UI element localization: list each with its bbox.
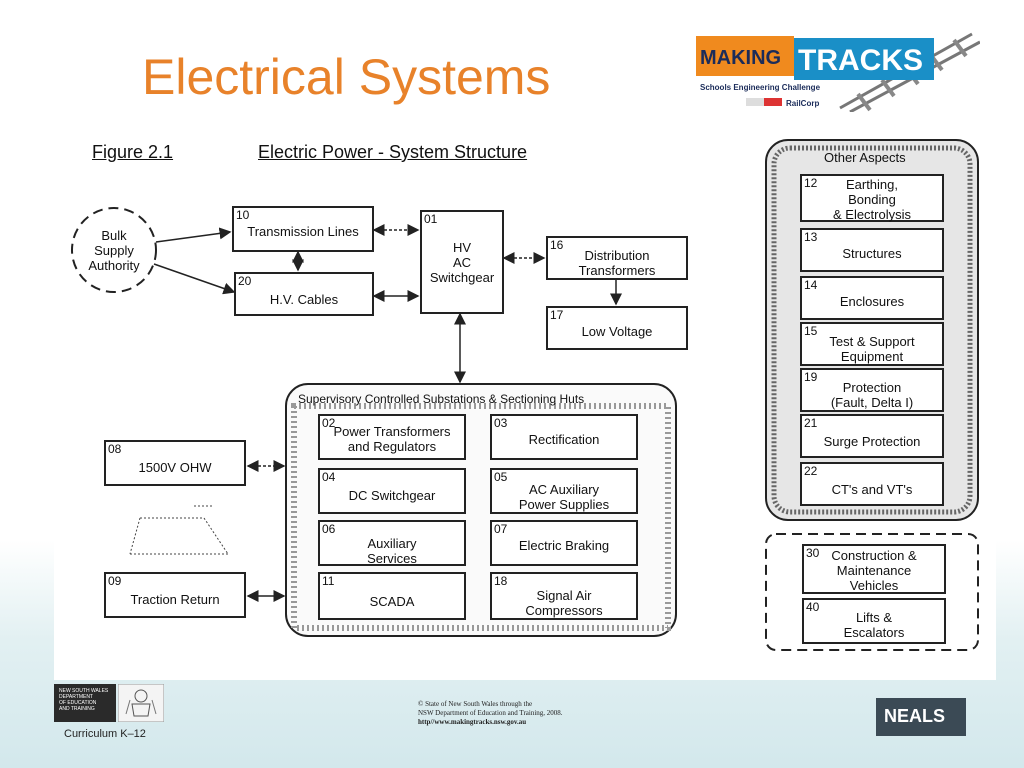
- box-scada: 11 SCADA: [318, 572, 466, 620]
- copyright-notice: © State of New South Wales through the N…: [418, 700, 563, 726]
- other-aspects-title: Other Aspects: [824, 150, 906, 165]
- box-auxiliary-services: 06 Auxiliary Services: [318, 520, 466, 566]
- box-transmission-lines: 10 Transmission Lines: [232, 206, 374, 252]
- nsw-department-logo: NEW SOUTH WALES DEPARTMENT OF EDUCATION …: [54, 684, 164, 722]
- logo-tracks-text: TRACKS: [798, 44, 923, 77]
- box-low-voltage: 17 Low Voltage: [546, 306, 688, 350]
- box-distribution-transformers: 16 Distribution Transformers: [546, 236, 688, 280]
- box-structures: 13 Structures: [800, 228, 944, 272]
- box-surge-protection: 21 Surge Protection: [800, 414, 944, 458]
- box-hv-cables: 20 H.V. Cables: [234, 272, 374, 316]
- nsw-crest-icon: [118, 684, 164, 722]
- box-1500v-ohw: 08 1500V OHW: [104, 440, 246, 486]
- making-tracks-logo: MAKING TRACKS Schools Engineering Challe…: [696, 32, 980, 112]
- bulk-supply-label: Bulk Supply Authority: [88, 228, 140, 273]
- curriculum-label: Curriculum K–12: [64, 728, 146, 740]
- box-lifts-escalators: 40 Lifts & Escalators: [802, 598, 946, 644]
- box-test-support-equipment: 15 Test & Support Equipment: [800, 322, 944, 366]
- figure-number: Figure 2.1: [92, 142, 174, 162]
- box-rectification: 03 Rectification: [490, 414, 638, 460]
- overhead-wiring-sketch: [129, 505, 229, 555]
- box-cts-vts: 22 CT's and VT's: [800, 462, 944, 506]
- box-enclosures: 14 Enclosures: [800, 276, 944, 320]
- box-power-transformers: 02 Power Transformers and Regulators: [318, 414, 466, 460]
- logo-railcorp-text: RailCorp: [786, 99, 819, 108]
- box-traction-return: 09 Traction Return: [104, 572, 246, 618]
- box-dc-switchgear: 04 DC Switchgear: [318, 468, 466, 514]
- slide-title: Electrical Systems: [142, 49, 551, 105]
- bulk-supply-circle: [71, 207, 157, 293]
- system-structure-diagram: Figure 2.1 Electric Power - System Struc…: [54, 134, 996, 680]
- substation-group-title: Supervisory Controlled Substations & Sec…: [298, 392, 585, 406]
- figure-title: Electric Power - System Structure: [258, 142, 528, 162]
- box-ac-auxiliary-power-supplies: 05 AC Auxiliary Power Supplies: [490, 468, 638, 514]
- neals-logo: NEALS: [876, 698, 966, 736]
- box-protection: 19 Protection (Fault, Delta I): [800, 368, 944, 412]
- box-earthing-bonding: 12 Earthing, Bonding & Electrolysis: [800, 174, 944, 222]
- logo-making-text: MAKING: [700, 47, 781, 69]
- box-electric-braking: 07 Electric Braking: [490, 520, 638, 566]
- box-construction-vehicles: 30 Construction & Maintenance Vehicles: [802, 544, 946, 594]
- box-signal-air-compressors: 18 Signal Air Compressors: [490, 572, 638, 620]
- box-hv-ac-switchgear: 01 HV AC Switchgear: [420, 210, 504, 314]
- logo-subtitle-text: Schools Engineering Challenge: [700, 83, 821, 92]
